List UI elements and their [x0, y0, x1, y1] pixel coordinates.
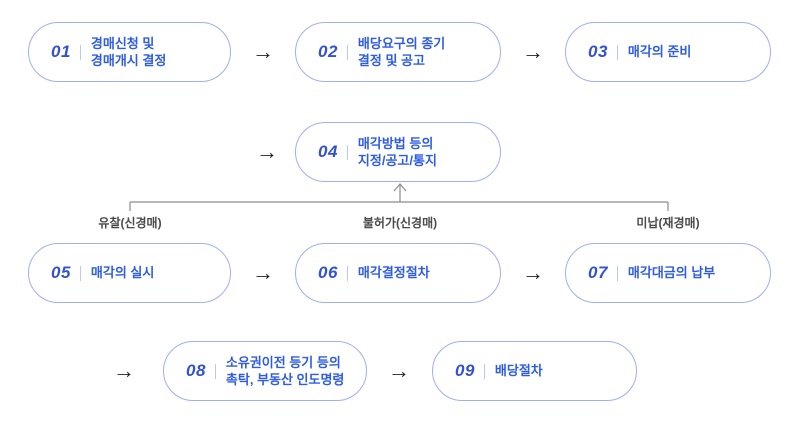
- step-divider: [616, 265, 618, 281]
- step-number: 02: [318, 42, 338, 61]
- flow-arrow-icon: →: [522, 260, 544, 285]
- up-arrow-icon: [393, 183, 407, 192]
- step-04-box: 04 매각방법 등의 지정/공고/통지: [295, 122, 501, 182]
- feedback-connector: [129, 183, 669, 211]
- step-03-box: 03 매각의 준비: [565, 22, 771, 82]
- step-divider: [346, 265, 348, 281]
- step-divider: [79, 265, 81, 281]
- step-06-box: 06 매각결정절차: [295, 243, 501, 303]
- step-05-box: 05 매각의 실시: [28, 243, 231, 303]
- flow-arrow-icon: →: [522, 39, 544, 64]
- flow-arrow-icon: →: [252, 39, 274, 64]
- step-09-box: 09 배당절차: [432, 341, 637, 401]
- step-title: 매각의 준비: [627, 44, 692, 60]
- step-title: 매각방법 등의 지정/공고/통지: [357, 135, 437, 168]
- step-number: 04: [318, 142, 338, 161]
- step-number: 08: [186, 361, 206, 380]
- step-number: 05: [51, 263, 71, 282]
- flow-arrow-icon: →: [252, 260, 274, 285]
- step-02-box: 02 배당요구의 종기 결정 및 공고: [295, 22, 501, 82]
- step-divider: [483, 363, 485, 379]
- step-title: 배당절차: [494, 363, 543, 379]
- step-07-box: 07 매각대금의 납부: [565, 243, 771, 303]
- step-01-box: 01 경매신청 및 경매개시 결정: [28, 22, 231, 82]
- step-number: 07: [588, 263, 608, 282]
- step-divider: [214, 363, 216, 379]
- flow-arrow-icon: →: [256, 139, 278, 164]
- step-number: 06: [318, 263, 338, 282]
- step-title: 소유권이전 등기 등의 촉탁, 부동산 인도명령: [225, 354, 345, 387]
- flow-arrow-icon: →: [113, 358, 135, 383]
- step-divider: [346, 44, 348, 60]
- step-title: 경매신청 및 경매개시 결정: [90, 35, 167, 68]
- flow-arrow-icon: →: [388, 358, 410, 383]
- feedback-label-failed-bid: 유찰(신경매): [98, 216, 162, 230]
- step-number: 03: [588, 42, 608, 61]
- step-number: 09: [455, 361, 475, 380]
- step-divider: [616, 44, 618, 60]
- step-divider: [346, 144, 348, 160]
- step-title: 매각의 실시: [90, 265, 155, 281]
- step-title: 배당요구의 종기 결정 및 공고: [357, 35, 446, 68]
- step-title: 매각대금의 납부: [627, 265, 716, 281]
- feedback-label-unpaid: 미납(재경매): [636, 216, 700, 230]
- feedback-label-disallowed: 불허가(신경매): [362, 216, 438, 230]
- step-title: 매각결정절차: [357, 265, 430, 281]
- step-08-box: 08 소유권이전 등기 등의 촉탁, 부동산 인도명령: [163, 341, 367, 401]
- step-divider: [79, 44, 81, 60]
- step-number: 01: [51, 42, 71, 61]
